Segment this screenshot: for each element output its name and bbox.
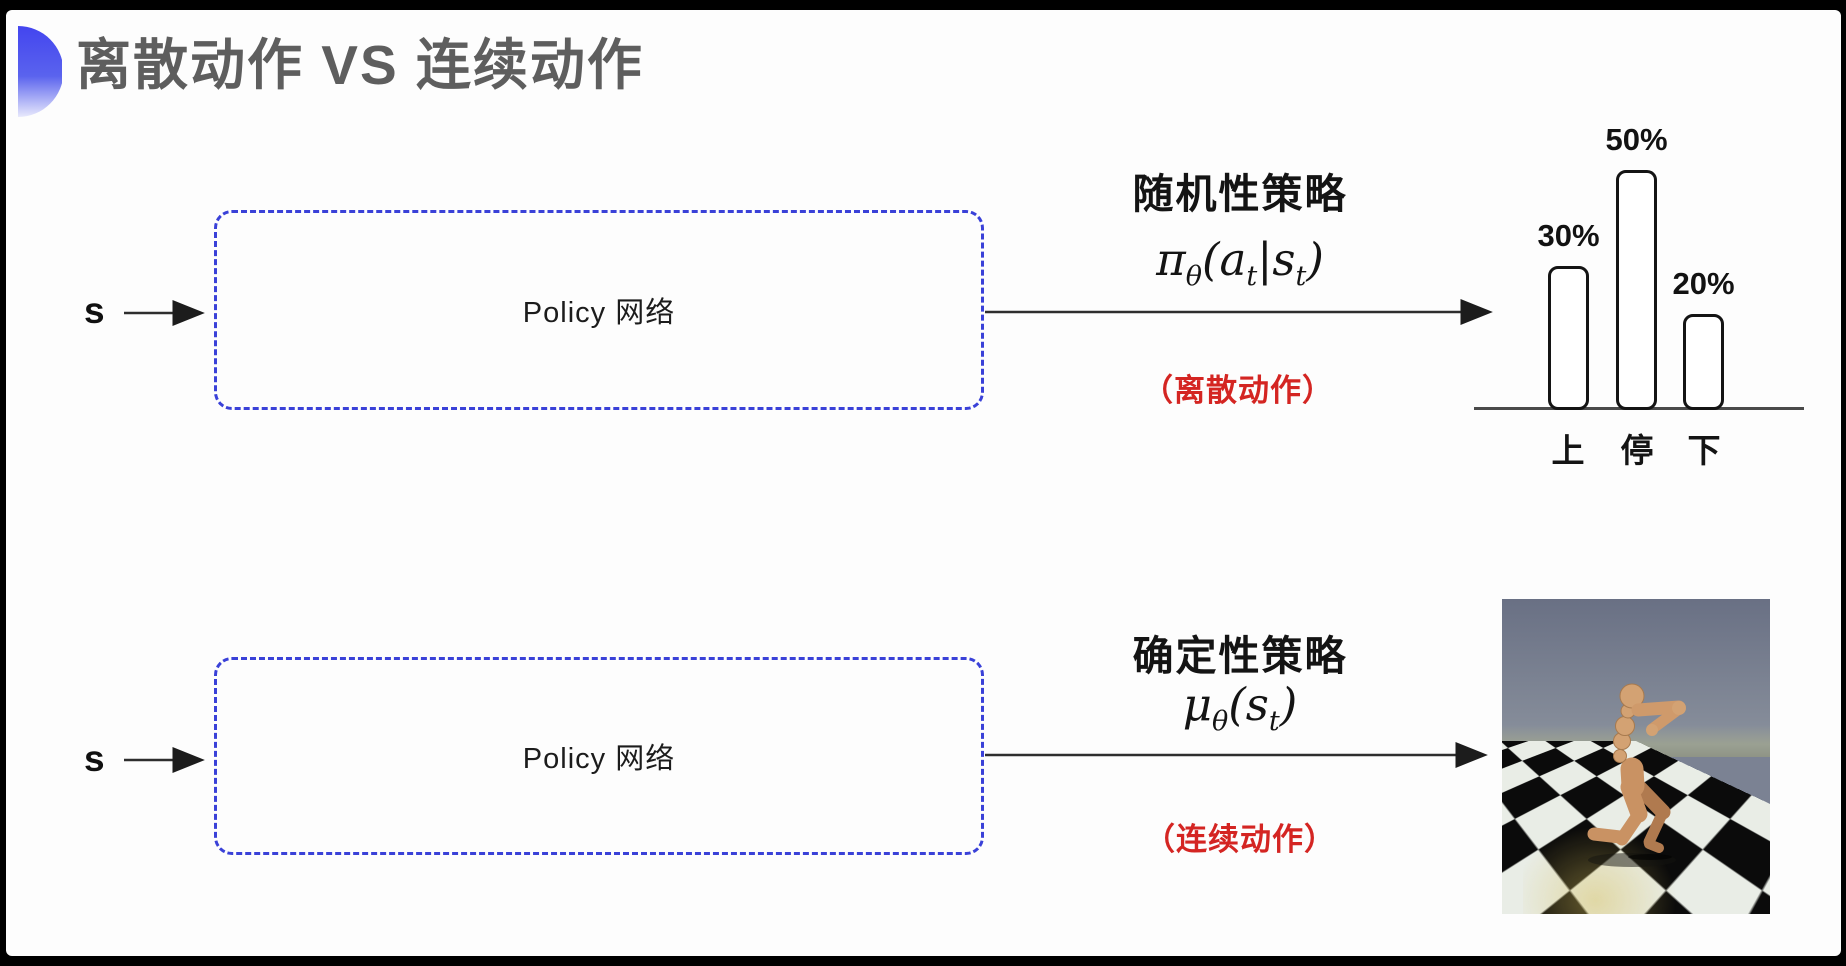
bar-rect: [1548, 266, 1589, 410]
stochastic-policy-heading: 随机性策略: [1030, 160, 1450, 220]
bar-rect: [1683, 314, 1724, 410]
state-input-label-top: s: [84, 290, 105, 332]
deterministic-policy-formula: μθ(st): [1030, 678, 1450, 737]
policy-box-label: Policy 网络: [523, 289, 675, 331]
bar-rect: [1616, 170, 1657, 410]
bar-value-label: 50%: [1605, 122, 1667, 158]
page-title: 离散动作 VS 连续动作: [76, 34, 644, 97]
policy-network-box-top: Policy 网络: [214, 210, 984, 410]
humanoid-figure: [1502, 599, 1770, 914]
policy-box-label: Policy 网络: [523, 735, 675, 777]
x-axis-label-down: 下: [1688, 424, 1721, 472]
stochastic-policy-formula: πθ(at|st): [1030, 233, 1450, 292]
bar-value-label: 30%: [1537, 218, 1599, 254]
x-axis-label-up: 上: [1552, 424, 1585, 472]
title-accent-icon: [14, 26, 62, 118]
policy-network-box-bottom: Policy 网络: [214, 657, 984, 855]
mujoco-humanoid-image: [1502, 599, 1770, 914]
discrete-action-note: （离散动作）: [1028, 365, 1448, 410]
continuous-action-note: （连续动作）: [1030, 814, 1450, 859]
deterministic-policy-heading: 确定性策略: [1030, 622, 1450, 682]
x-axis-label-stop: 停: [1621, 424, 1654, 472]
state-input-label-bottom: s: [84, 738, 105, 780]
bar-value-label: 20%: [1672, 266, 1734, 302]
